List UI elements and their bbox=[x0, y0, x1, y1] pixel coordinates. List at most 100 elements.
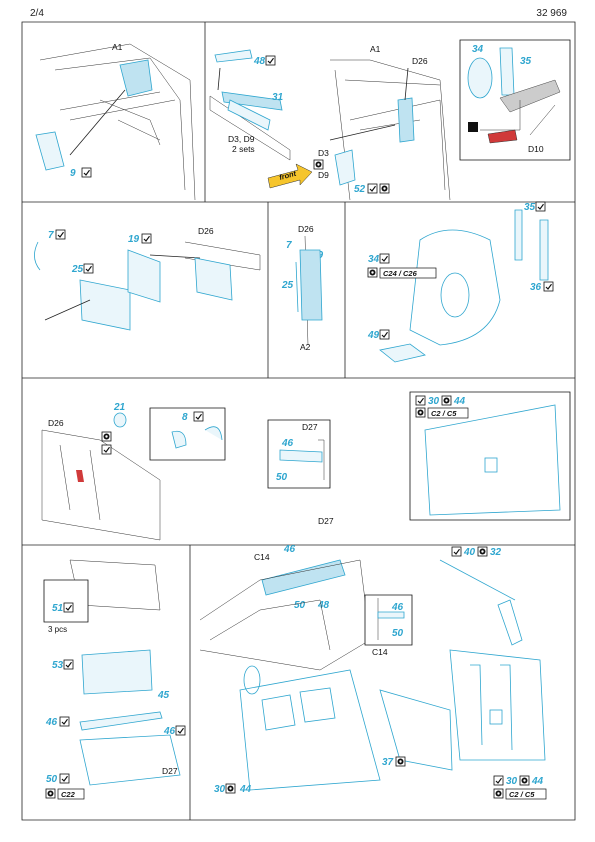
bend-check-icon bbox=[265, 55, 276, 66]
part-number: 7 bbox=[48, 230, 54, 241]
part-number: 45 bbox=[157, 690, 170, 701]
panel-13: 46 50 C14 bbox=[364, 594, 413, 657]
bend-check-icon bbox=[367, 183, 378, 194]
bend-check-icon bbox=[451, 546, 462, 557]
part-number: 50 bbox=[294, 600, 306, 611]
bend-check-icon bbox=[63, 659, 74, 670]
ref-label: D26 bbox=[48, 418, 64, 428]
decal-ref: C22 bbox=[61, 790, 76, 799]
panel-3: A1 D26 D3 D9 52 bbox=[313, 44, 451, 201]
part-number: 30 bbox=[506, 776, 518, 787]
part-number: 19 bbox=[128, 234, 140, 245]
part-number: 40 bbox=[463, 547, 476, 558]
bend-icon bbox=[379, 183, 390, 194]
front-arrow-label: front bbox=[278, 169, 297, 182]
part-number: 25 bbox=[281, 280, 294, 291]
bend-check-icon bbox=[175, 725, 186, 736]
qty-label: 3 pcs bbox=[48, 625, 67, 634]
part-number: 32 bbox=[490, 547, 502, 558]
bend-icon bbox=[45, 788, 56, 799]
panel-11: 51 3 pcs 53 45 46 46 D27 50 C22 bbox=[43, 559, 186, 800]
panel-10: 30 44 C2 / C5 bbox=[409, 391, 571, 521]
ref-label: D27 bbox=[302, 422, 318, 432]
bend-check-icon bbox=[193, 411, 204, 422]
panel-2: 48 31 D3, D9 2 sets front bbox=[209, 49, 313, 189]
ref-label: C14 bbox=[372, 647, 388, 657]
ref-label: A2 bbox=[300, 342, 311, 352]
part-number: 46 bbox=[391, 602, 404, 613]
ref-label: C14 bbox=[254, 552, 270, 562]
panel-4: 34 35 D10 bbox=[459, 39, 571, 161]
part-number: 9 bbox=[70, 168, 76, 179]
part-number: 8 bbox=[182, 412, 188, 423]
decal-ref: C2 / C5 bbox=[431, 409, 457, 418]
ref-label: D26 bbox=[298, 224, 314, 234]
part-number: 31 bbox=[272, 92, 284, 103]
bend-check-icon bbox=[141, 233, 152, 244]
bend-check-icon bbox=[543, 281, 554, 292]
part-number: 44 bbox=[453, 396, 466, 407]
panel-7: 35 34 C24 / C26 36 49 bbox=[367, 201, 554, 363]
panel-8: D26 21 8 bbox=[41, 402, 226, 541]
part-number: 46 bbox=[163, 726, 176, 737]
part-number: 37 bbox=[382, 757, 394, 768]
ref-label: D26 bbox=[198, 226, 214, 236]
bend-check-icon bbox=[83, 263, 94, 274]
bend-check-icon bbox=[379, 253, 390, 264]
ref-label: D27 bbox=[162, 766, 178, 776]
bend-check-icon bbox=[101, 444, 112, 455]
panel-borders bbox=[21, 21, 576, 821]
bend-icon bbox=[441, 395, 452, 406]
part-number: 51 bbox=[52, 603, 64, 614]
bend-icon bbox=[415, 407, 426, 418]
bend-check-icon bbox=[59, 716, 70, 727]
view-label: A1 bbox=[370, 44, 381, 54]
part-number: 34 bbox=[368, 254, 380, 265]
page-number: 2/4 bbox=[30, 8, 44, 19]
panel-1: A1 9 bbox=[35, 42, 196, 201]
part-number: 49 bbox=[367, 330, 380, 341]
panel-14: 40 32 37 30 44 C2 / C5 bbox=[379, 546, 547, 800]
part-number: 44 bbox=[531, 776, 544, 787]
front-arrow-icon bbox=[267, 163, 313, 189]
bend-check-icon bbox=[81, 167, 92, 178]
bend-check-icon bbox=[535, 201, 546, 212]
part-number: 46 bbox=[45, 717, 58, 728]
part-number: 46 bbox=[283, 544, 296, 555]
part-number: 50 bbox=[46, 774, 58, 785]
part-number: 35 bbox=[524, 202, 536, 213]
panel-9: D27 46 50 bbox=[267, 419, 331, 489]
part-number: 25 bbox=[71, 264, 84, 275]
part-number: 34 bbox=[472, 44, 484, 55]
part-number: 53 bbox=[52, 660, 64, 671]
ref-label: D3, D9 bbox=[228, 134, 255, 144]
decal-ref: C2 / C5 bbox=[509, 790, 535, 799]
ref-label: D27 bbox=[318, 516, 334, 526]
part-number: 30 bbox=[214, 784, 226, 795]
bend-icon bbox=[395, 756, 406, 767]
part-number: 44 bbox=[239, 784, 252, 795]
part-number: 50 bbox=[392, 628, 404, 639]
part-number: 30 bbox=[428, 396, 440, 407]
bend-check-icon bbox=[59, 773, 70, 784]
part-number: 21 bbox=[113, 402, 126, 413]
part-number: 48 bbox=[253, 56, 266, 67]
bend-icon bbox=[101, 431, 112, 442]
panel-6: D26 7 19 25 A2 bbox=[281, 224, 324, 352]
part-number: 50 bbox=[276, 472, 288, 483]
part-number: 7 bbox=[286, 240, 292, 251]
bend-check-icon bbox=[379, 329, 390, 340]
ref-label: D3 bbox=[318, 148, 329, 158]
view-label: A1 bbox=[112, 42, 123, 52]
panel-5: 7 19 25 D26 bbox=[34, 226, 261, 331]
kit-number: 32 969 bbox=[536, 8, 567, 19]
sets-label: 2 sets bbox=[232, 144, 255, 154]
bend-icon bbox=[225, 783, 236, 794]
bend-icon bbox=[367, 267, 378, 278]
part-number: 36 bbox=[530, 282, 542, 293]
ref-label: D26 bbox=[412, 56, 428, 66]
bend-check-icon bbox=[493, 775, 504, 786]
bend-check-icon bbox=[55, 229, 66, 240]
bend-icon bbox=[313, 159, 324, 170]
